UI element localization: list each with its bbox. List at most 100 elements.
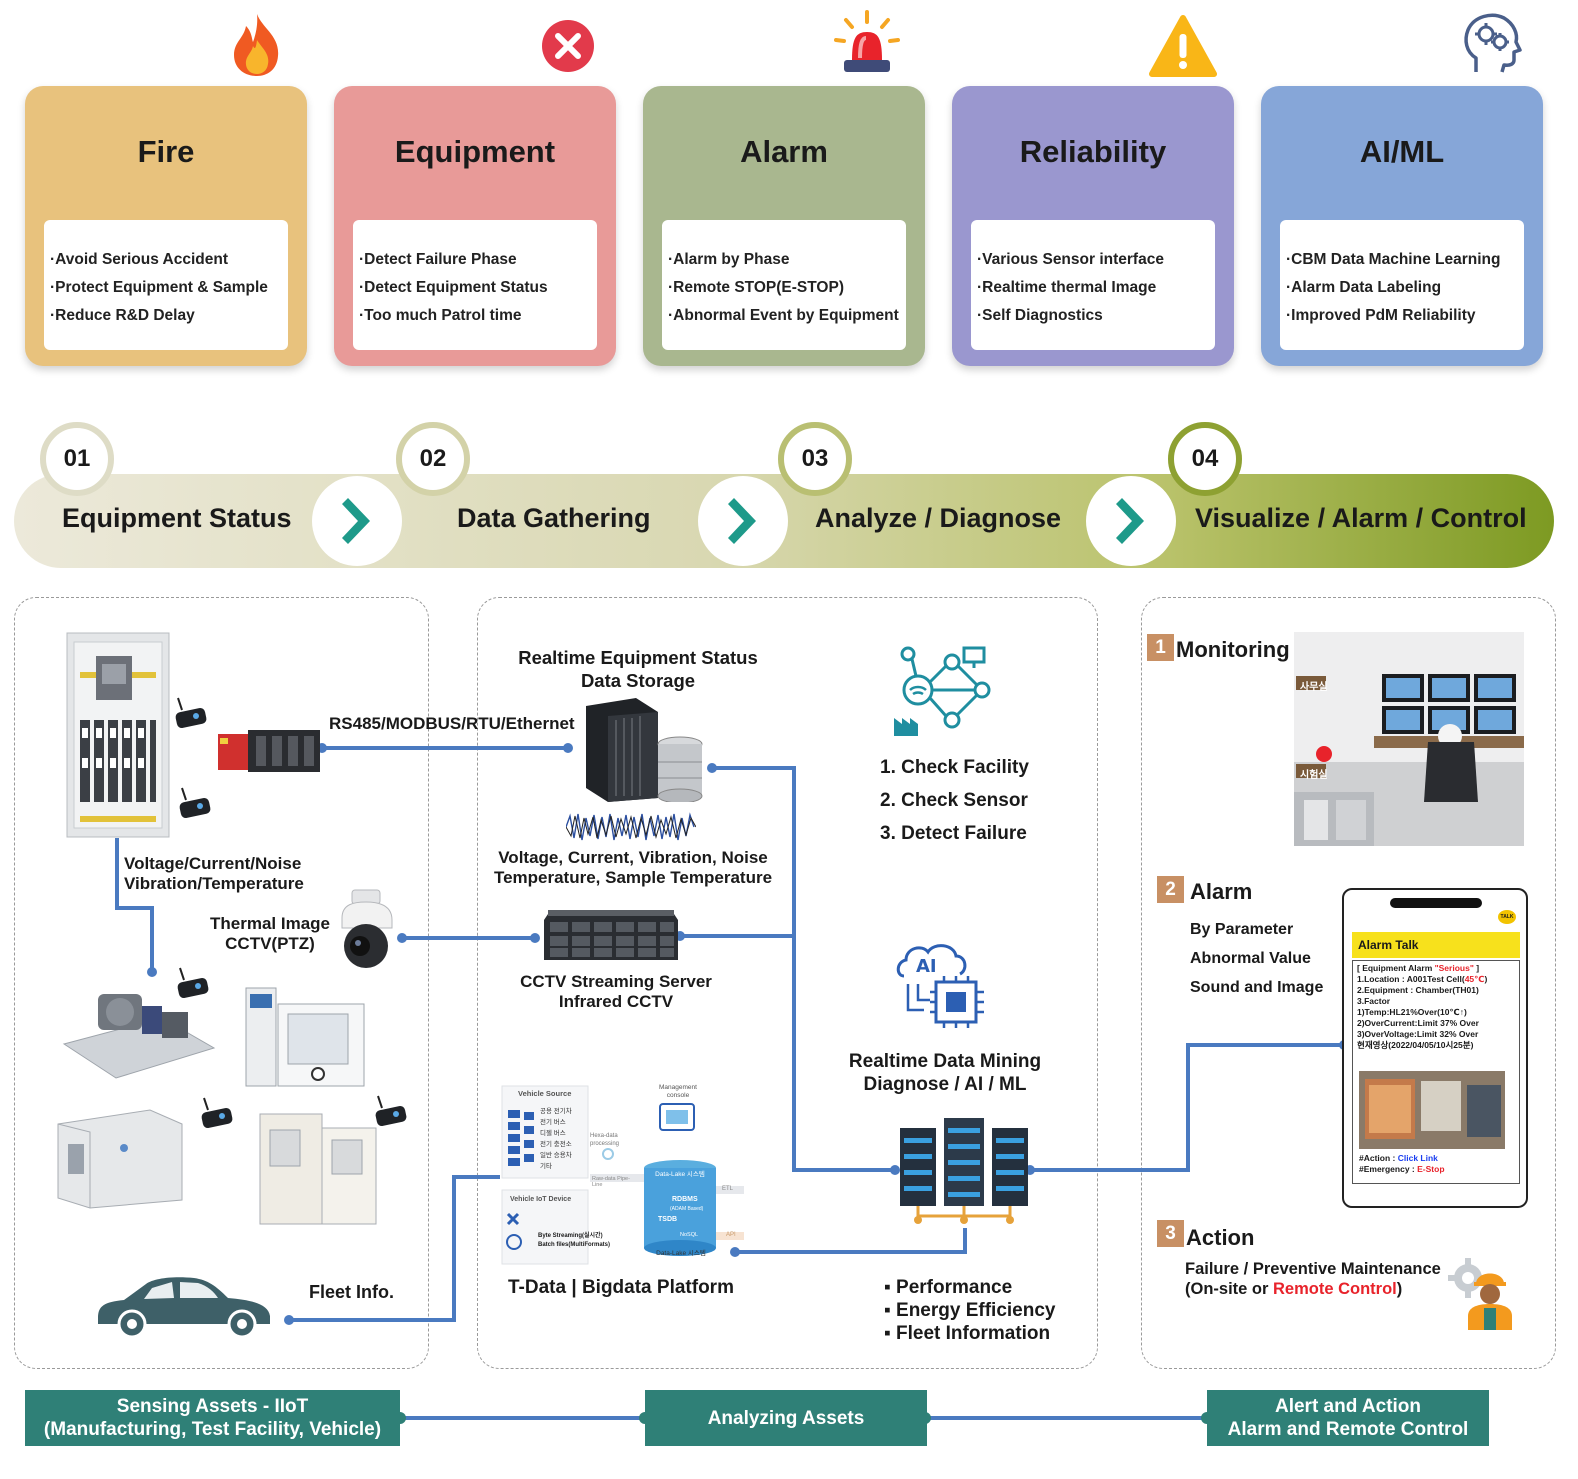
category-card: ReliabilityVarious Sensor interfaceRealt…: [952, 86, 1234, 366]
card-title: Reliability: [1019, 134, 1167, 169]
step-label: Analyze / Diagnose: [815, 503, 1062, 533]
wireless-sensor-icon: [201, 1097, 233, 1129]
chevron-right-icon: [1086, 476, 1176, 566]
card-item: Reduce R&D Delay: [50, 302, 288, 330]
card-item: Alarm Data Labeling: [1286, 274, 1524, 302]
category-card: AlarmAlarm by PhaseRemote STOP(E-STOP)Ab…: [643, 86, 925, 366]
category-card: EquipmentDetect Failure PhaseDetect Equi…: [334, 86, 616, 366]
card-item: Remote STOP(E-STOP): [668, 274, 906, 302]
monitoring-title: Monitoring: [1176, 637, 1290, 662]
siren-icon: [834, 10, 900, 72]
card-items: Alarm by PhaseRemote STOP(E-STOP)Abnorma…: [662, 220, 906, 350]
wireless-sensor-icon: [177, 967, 209, 999]
analysis-bullet: ▪ Energy Efficiency: [884, 1300, 1056, 1321]
category-card: AI/ML CBM Data Machine LearningAlarm Data…: [1261, 86, 1543, 366]
chevron-right-icon: [698, 476, 788, 566]
card-title: Fire: [137, 134, 195, 169]
wireless-sensor-icon: [179, 787, 211, 819]
test-bench-image: [245, 987, 365, 1087]
step-label: Equipment Status: [62, 503, 292, 533]
action-text: Failure / Preventive Maintenance (On-sit…: [1185, 1260, 1441, 1298]
step-number: 04: [1168, 422, 1242, 496]
environmental-chamber-image: [57, 1109, 183, 1209]
card-item: Avoid Serious Accident: [50, 246, 288, 274]
card-item: Self Diagnostics: [977, 302, 1215, 330]
category-card: FireAvoid Serious AccidentProtect Equipm…: [25, 86, 307, 366]
plc-module-image: [218, 730, 320, 772]
step-label: Visualize / Alarm / Control: [1195, 503, 1527, 533]
warning-icon: [1149, 15, 1217, 77]
check-list: 1. Check Facility 2. Check Sensor 3. Det…: [880, 751, 1029, 850]
card-item: Detect Failure Phase: [359, 246, 597, 274]
check-item: 1. Check Facility: [880, 757, 1029, 778]
server-icon: [544, 910, 678, 960]
car-icon: [98, 1277, 270, 1338]
step-badge: 1: [1147, 634, 1174, 661]
step-number: 02: [396, 422, 470, 496]
card-title: AI/ML: [1359, 134, 1445, 169]
card-title: Alarm: [740, 134, 828, 169]
card-item: CBM Data Machine Learning: [1286, 246, 1524, 274]
card-item: Too much Patrol time: [359, 302, 597, 330]
analyzing-panel: [477, 597, 1098, 1369]
check-item: 2. Check Sensor: [880, 790, 1028, 811]
step-label: Data Gathering: [457, 503, 651, 533]
fire-icon: [234, 14, 279, 76]
card-item: Improved PdM Reliability: [1286, 302, 1524, 330]
card-item: Protect Equipment & Sample: [50, 274, 288, 302]
e-stop-link[interactable]: E-Stop: [1417, 1164, 1445, 1174]
step-number: 03: [778, 422, 852, 496]
step-badge: 3: [1157, 1220, 1184, 1247]
alert-panel: [1141, 597, 1556, 1369]
alarm-talk-header: Alarm Talk: [1352, 932, 1520, 958]
climate-chamber-image: [259, 1113, 377, 1225]
card-title: Equipment: [394, 134, 556, 169]
worker-gear-icon: [1448, 1258, 1512, 1330]
sensing-assets-tag: Sensing Assets - IIoT(Manufacturing, Tes…: [25, 1390, 400, 1446]
network-icon: [894, 646, 991, 736]
brain-gear-icon: [1464, 13, 1522, 73]
phone-icon: TALK Alarm Talk [ Equipment Alarm "Serio…: [1342, 888, 1528, 1208]
close-circle-icon: [542, 20, 594, 72]
storage-server-icon: [586, 698, 703, 802]
fleet-info-label: Fleet Info.: [309, 1282, 394, 1302]
cctv-snapshot-image: [1359, 1071, 1505, 1149]
alarm-message: [ Equipment Alarm "Serious" ] 1.Location…: [1352, 960, 1520, 1184]
camera-icon: [341, 889, 393, 968]
card-item: Alarm by Phase: [668, 246, 906, 274]
monitoring-room-image: 사무실 시험실: [1294, 632, 1524, 846]
svg-text:AI: AI: [916, 956, 937, 977]
ai-chip-icon: AI: [896, 944, 984, 1028]
protocol-label: RS485/MODBUS/RTU/Ethernet: [329, 714, 575, 733]
step-badge: 2: [1157, 876, 1184, 903]
wireless-sensor-icon: [375, 1095, 407, 1127]
card-items: Various Sensor interfaceRealtime thermal…: [971, 220, 1215, 350]
step-number: 01: [40, 422, 114, 496]
analysis-bullet: ▪ Performance: [884, 1277, 1013, 1298]
sensing-panel: [14, 597, 429, 1369]
platform-label: T-Data | Bigdata Platform: [508, 1277, 734, 1298]
dynamometer-image: [62, 994, 216, 1079]
card-items: CBM Data Machine LearningAlarm Data Labe…: [1280, 220, 1524, 350]
card-item: Realtime thermal Image: [977, 274, 1215, 302]
card-item: Various Sensor interface: [977, 246, 1215, 274]
analyzing-assets-tag: Analyzing Assets: [645, 1390, 927, 1446]
phone-notch: [1390, 898, 1482, 908]
card-item: Detect Equipment Status: [359, 274, 597, 302]
card-items: Detect Failure PhaseDetect Equipment Sta…: [353, 220, 597, 350]
chevron-right-icon: [312, 476, 402, 566]
talk-icon: TALK: [1498, 910, 1516, 924]
click-link[interactable]: Click Link: [1397, 1153, 1438, 1163]
alarm-title: Alarm: [1190, 879, 1253, 904]
server-cluster-icon: [900, 1118, 1028, 1224]
alarm-items: By Parameter Abnormal Value Sound and Im…: [1190, 921, 1324, 996]
